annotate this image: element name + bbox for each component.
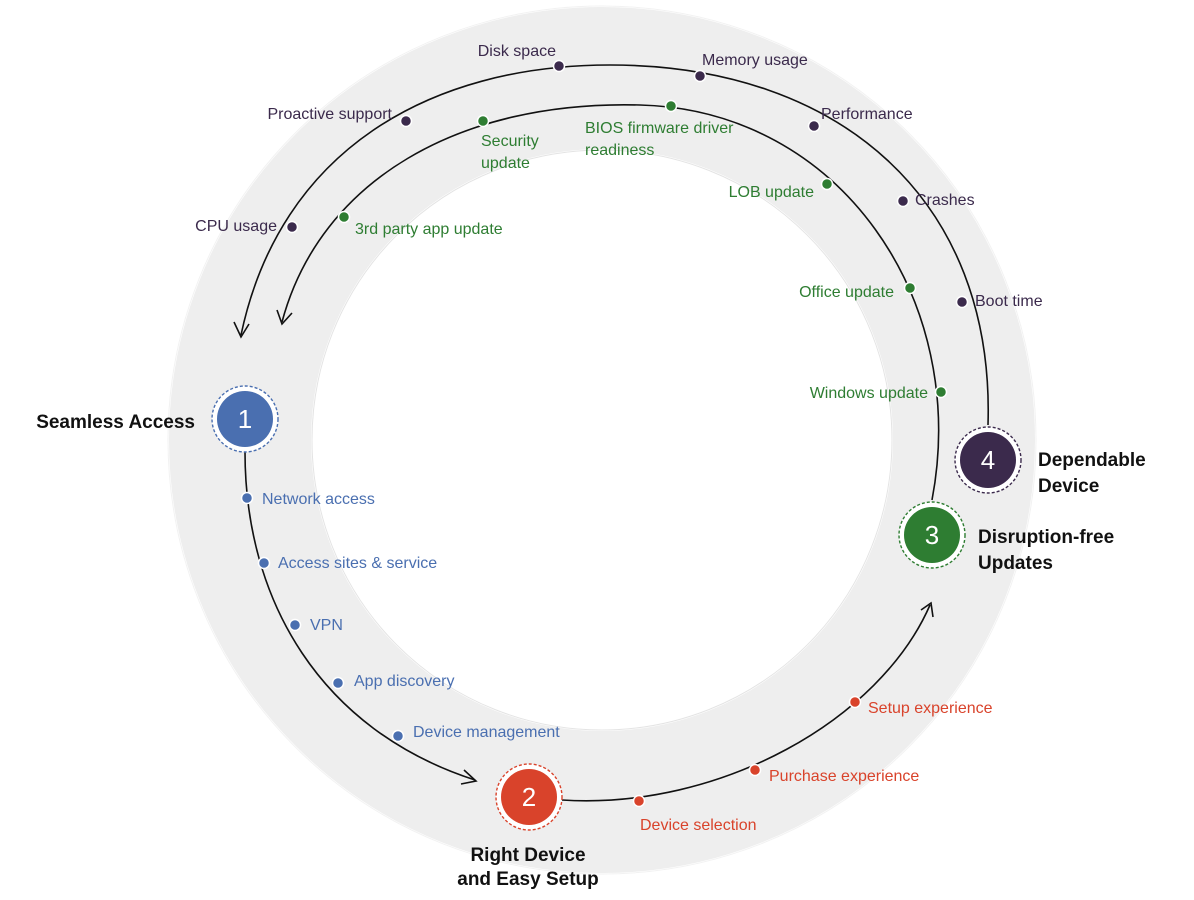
stage-2-badge <box>501 769 557 825</box>
dependable-items: Boot time Crashes Performance Memory usa… <box>195 43 1043 310</box>
dependable-item-3-label: Memory usage <box>702 52 808 69</box>
stage-1-title: Seamless Access <box>36 412 195 433</box>
dependable-item-4-label: Disk space <box>478 43 556 60</box>
dependable-item-0-dot <box>955 295 969 309</box>
dependable-item-5-label: Proactive support <box>267 106 392 123</box>
seamless-item-3-label: App discovery <box>354 673 455 690</box>
stage-2-title-line-2: and Easy Setup <box>457 869 599 890</box>
stage-3-title-line-2: Updates <box>978 553 1053 574</box>
updates-items: Windows update Office update LOB update … <box>337 99 948 402</box>
dependable-item-1-label: Crashes <box>915 192 975 209</box>
seamless-item-4-label: Device management <box>413 724 560 741</box>
seamless-item-1-dot <box>257 556 271 570</box>
stage-right-device: 2 Right Device and Easy Setup <box>457 763 599 890</box>
stage-3-title-line-1: Disruption-free <box>978 527 1114 548</box>
dependable-item-4-dot <box>552 59 566 73</box>
stage-1-badge <box>217 391 273 447</box>
seamless-item-4-dot <box>391 729 405 743</box>
right-device-items: Device selection Purchase experience Set… <box>632 695 993 834</box>
ring-outer-edge <box>167 5 1037 875</box>
path-dependable <box>240 64 989 426</box>
dependable-item-0-label: Boot time <box>975 293 1043 310</box>
right-item-0-dot <box>632 794 646 808</box>
stage-seamless-access: 1 Seamless Access <box>36 385 279 453</box>
arrowhead-right-device <box>920 601 934 618</box>
dependable-item-2-label: Performance <box>821 106 913 123</box>
seamless-item-2-label: VPN <box>310 617 343 634</box>
updates-item-2-label: LOB update <box>729 184 815 201</box>
path-updates <box>281 104 940 501</box>
stage-disruption-free-updates: 3 Disruption-free Updates <box>898 501 1114 574</box>
ring-inner-edge <box>311 149 893 731</box>
dependable-item-1-dot <box>896 194 910 208</box>
right-item-0-label: Device selection <box>640 817 757 834</box>
stage-dependable-device: 4 Dependable Device <box>954 426 1146 497</box>
path-right-device <box>561 604 931 802</box>
dependable-item-6-dot <box>285 220 299 234</box>
updates-item-3-dot <box>664 99 678 113</box>
stage-3-badge <box>904 507 960 563</box>
seamless-item-0-dot <box>240 491 254 505</box>
stage-4-title-line-1: Dependable <box>1038 450 1146 471</box>
updates-item-5-dot <box>337 210 351 224</box>
right-item-1-label: Purchase experience <box>769 768 919 785</box>
stage-4-number: 4 <box>981 445 995 475</box>
seamless-item-1-label: Access sites & service <box>278 555 437 572</box>
updates-item-0-label: Windows update <box>810 385 928 402</box>
seamless-item-3-dot <box>331 676 345 690</box>
stage-4-title-line-2: Device <box>1038 476 1099 497</box>
stage-1-number: 1 <box>238 404 252 434</box>
stage-2-number: 2 <box>522 782 536 812</box>
seamless-items: Network access Access sites & service VP… <box>240 491 560 743</box>
updates-item-2-dot <box>820 177 834 191</box>
updates-item-5-label: 3rd party app update <box>355 221 503 238</box>
arrowhead-updates <box>276 309 293 326</box>
background-ring <box>169 7 1035 873</box>
arrowhead-dependable <box>233 321 250 339</box>
dependable-item-6-label: CPU usage <box>195 218 277 235</box>
dependable-item-3-dot <box>693 69 707 83</box>
path-seamless <box>244 451 476 781</box>
updates-item-0-dot <box>934 385 948 399</box>
updates-item-1-label: Office update <box>799 284 894 301</box>
right-item-2-label: Setup experience <box>868 700 993 717</box>
arrowhead-seamless <box>460 769 478 785</box>
right-item-1-dot <box>748 763 762 777</box>
right-item-2-dot <box>848 695 862 709</box>
stage-4-badge <box>960 432 1016 488</box>
updates-item-1-dot <box>903 281 917 295</box>
dependable-item-2-dot <box>807 119 821 133</box>
seamless-item-0-label: Network access <box>262 491 375 508</box>
stage-2-title-line-1: Right Device <box>470 845 585 866</box>
stage-3-number: 3 <box>925 520 939 550</box>
dependable-item-5-dot <box>399 114 413 128</box>
updates-item-4-dot <box>476 114 490 128</box>
seamless-item-2-dot <box>288 618 302 632</box>
